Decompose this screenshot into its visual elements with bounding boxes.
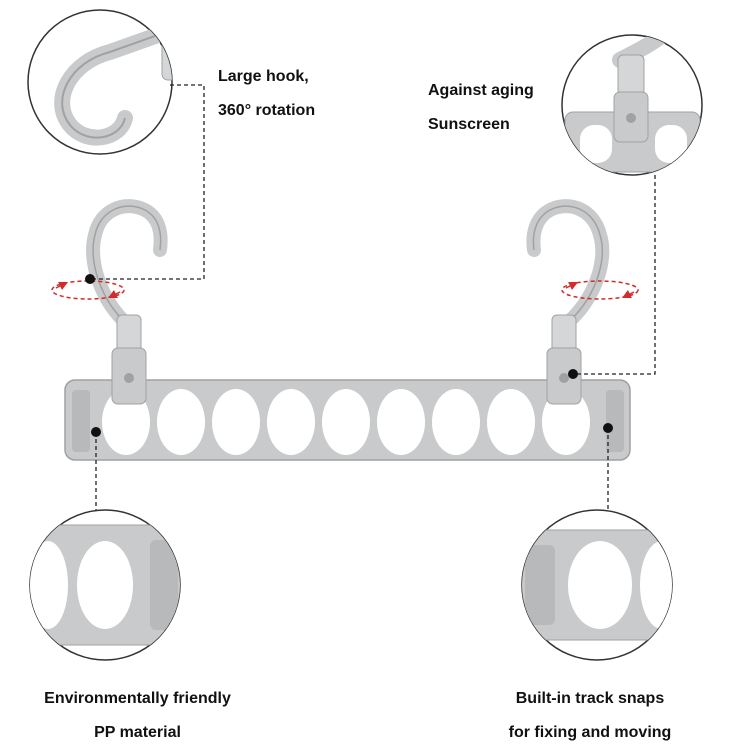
leader-line-hook (90, 84, 205, 280)
hanger-holes (102, 389, 590, 455)
leader-dot-hook (85, 274, 95, 284)
callout-aging: Against aging Sunscreen (428, 74, 534, 142)
callout-material: Environmentally friendly PP material (0, 682, 275, 750)
zoom-circle-aging (561, 34, 703, 176)
right-hook (526, 199, 610, 405)
left-hook (86, 199, 168, 405)
callout-hook-line1: Large hook, (218, 68, 309, 85)
leader-dot-aging (568, 369, 578, 379)
callout-hook: Large hook, 360° rotation (218, 60, 315, 128)
hanger-bar (64, 379, 631, 461)
callout-material-line2: PP material (94, 724, 181, 741)
callout-track-line1: Built-in track snaps (515, 690, 665, 707)
zoom-circle-material (29, 509, 181, 661)
leader-line-aging (573, 175, 656, 375)
callout-material-line1: Environmentally friendly (44, 690, 231, 707)
callout-track: Built-in track snaps for fixing and movi… (470, 682, 710, 750)
leader-dot-track (603, 423, 613, 433)
callout-track-line2: for fixing and moving (508, 724, 672, 741)
leader-dot-material (91, 427, 101, 437)
rotation-arrow-right (561, 280, 639, 300)
callout-hook-line2: 360° rotation (218, 102, 316, 119)
callout-aging-line1: Against aging (428, 82, 534, 99)
zoom-circle-hook (27, 9, 173, 155)
callout-aging-line2: Sunscreen (428, 116, 510, 133)
zoom-circle-track (521, 509, 673, 661)
